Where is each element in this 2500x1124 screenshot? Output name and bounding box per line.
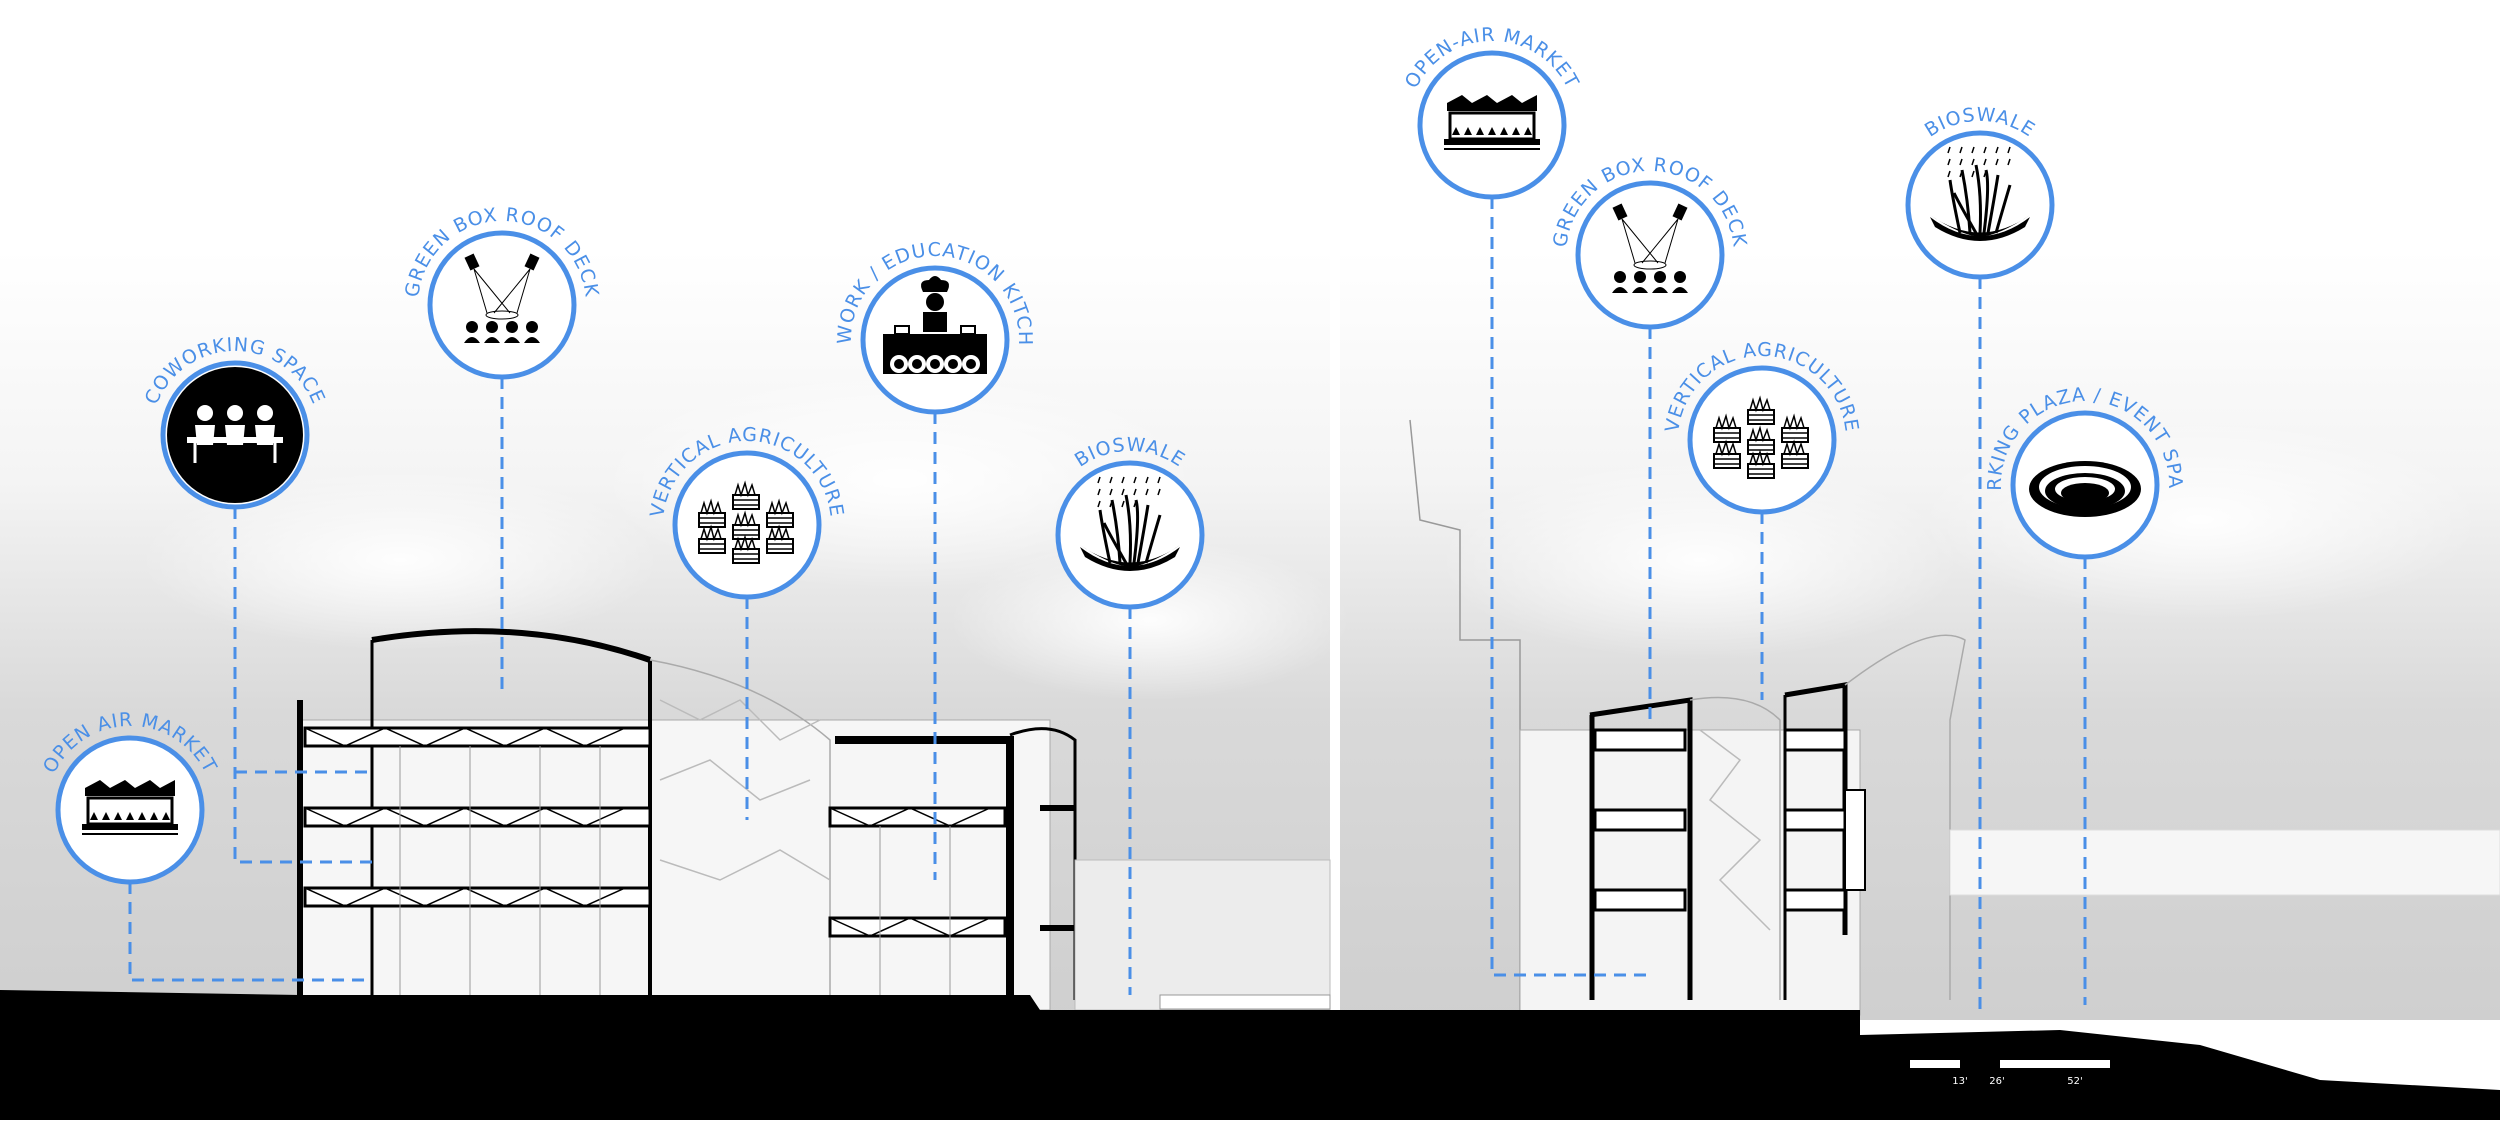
left-building [297, 628, 1331, 1092]
left-ground [0, 990, 1340, 1120]
callout-bioswale: BIOSWALE [1905, 104, 2055, 1010]
callout-circle [427, 230, 577, 380]
callout-circle [1575, 180, 1725, 330]
stage-spotlight-icon [464, 253, 540, 343]
chef-table-icon [883, 276, 987, 374]
right-sky [1340, 250, 2500, 1020]
scale-tick-1: 13' [1952, 1076, 1967, 1087]
scale-bar: 13' 26' 52' [1910, 1060, 2110, 1087]
left-bridge [1159, 994, 1331, 1010]
planter-crates-icon [698, 480, 794, 564]
callout-bioswale: BIOSWALE [1055, 434, 1205, 995]
amphitheater-icon [2029, 461, 2141, 517]
bioswale-grass-icon [1930, 146, 2030, 241]
bioswale-grass-icon [1080, 476, 1180, 571]
right-building [1409, 419, 2500, 1016]
scale-tick-2: 26' [1989, 1076, 2004, 1087]
planter-crates-icon [1713, 395, 1809, 479]
scale-tick-3: 52' [2067, 1076, 2082, 1087]
market-stall-icon [82, 780, 178, 835]
market-stall-icon [1444, 95, 1540, 150]
leader-line [1490, 197, 1650, 977]
leader-line [233, 507, 375, 864]
coworking-table-icon [167, 367, 303, 503]
stage-spotlight-icon [1612, 203, 1688, 293]
